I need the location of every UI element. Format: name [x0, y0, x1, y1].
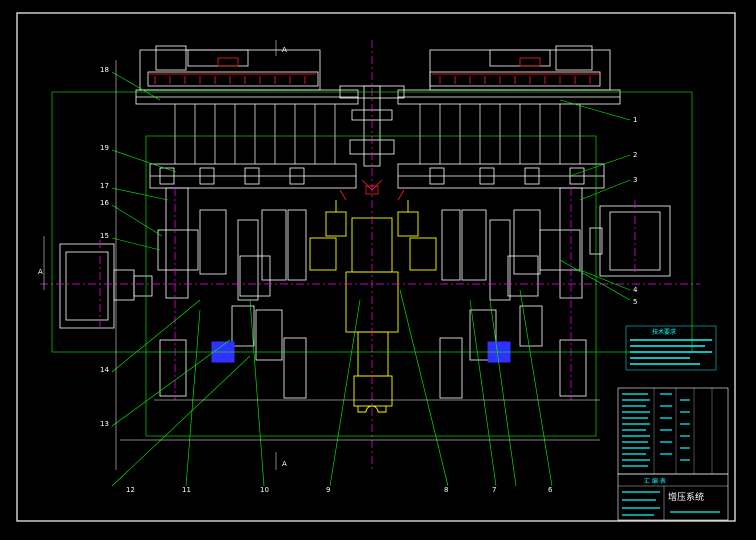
section-mark-bottom: A	[282, 460, 287, 468]
balloon-label: 5	[633, 298, 637, 306]
balloon-label: 6	[548, 486, 553, 494]
title-block: 汇 编 表 增压系统	[617, 473, 729, 521]
balloon-label: 11	[182, 486, 191, 494]
parts-list-table	[617, 387, 729, 475]
balloon-label: 18	[100, 66, 109, 74]
top-left-rail	[135, 45, 359, 105]
balloon-label: 16	[100, 199, 109, 207]
balloon-label: 3	[633, 176, 637, 184]
dimension-lines	[43, 40, 600, 470]
balloon-labels-right: 1 2 3 4 5	[633, 116, 638, 306]
top-right-rail	[397, 45, 621, 105]
center-yellow-column	[309, 200, 437, 413]
vertical-rods	[174, 104, 581, 164]
balloon-label: 19	[100, 144, 109, 152]
top-left-red-details	[148, 57, 316, 84]
tech-notes-title: 技术要求	[652, 328, 676, 336]
mid-crossbar	[149, 163, 605, 189]
side-section-mark: A	[38, 268, 43, 276]
balloon-label: 10	[260, 486, 269, 494]
technical-notes: 技术要求	[625, 325, 717, 371]
balloon-label: 13	[100, 420, 109, 428]
centerlines	[40, 40, 700, 470]
balloon-label: 4	[633, 286, 638, 294]
leader-lines	[51, 71, 693, 487]
drawing-border	[16, 12, 736, 522]
balloon-label: 1	[633, 116, 637, 124]
left-cylinders	[157, 187, 307, 399]
balloon-label: 7	[492, 486, 496, 494]
balloon-label: 9	[326, 486, 330, 494]
balloon-label: 14	[100, 366, 109, 374]
top-right-red-details	[432, 57, 600, 84]
balloon-label: 8	[444, 486, 448, 494]
balloon-labels-left: 18 19 17 16 15 14 13	[100, 66, 109, 428]
left-motor	[59, 243, 153, 329]
balloon-label: 17	[100, 182, 109, 190]
balloon-label: 15	[100, 232, 109, 240]
balloon-labels-bottom: 12 11 10 9 8 7 6	[126, 486, 553, 494]
title-block-name: 增压系统	[668, 491, 704, 503]
right-cylinders	[439, 187, 587, 399]
section-mark-top: A	[282, 46, 287, 54]
title-block-sub: 汇 编 表	[644, 477, 666, 485]
right-motor	[589, 205, 671, 277]
balloon-label: 12	[126, 486, 135, 494]
balloon-label: 2	[633, 151, 637, 159]
